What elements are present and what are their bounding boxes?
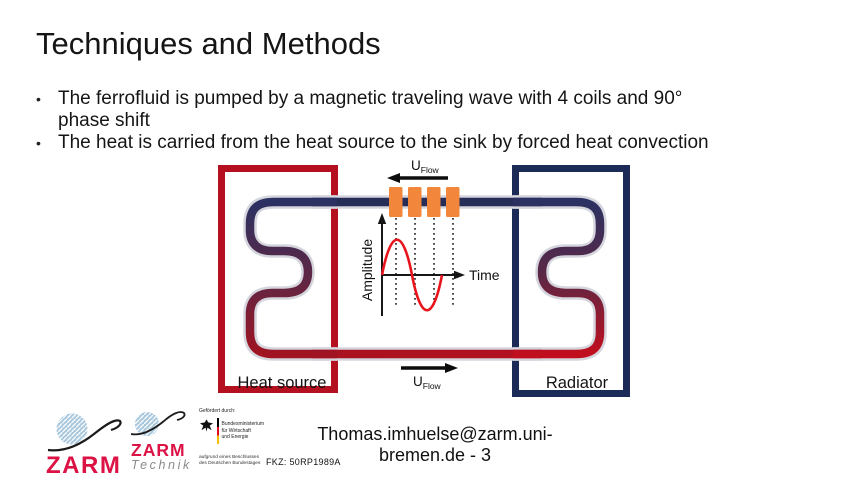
flow-arrow-left — [387, 173, 448, 183]
coil-icon — [427, 187, 441, 217]
contact-footer: Thomas.imhuelse@zarm.uni- bremen.de - 3 — [300, 424, 570, 466]
zarm-technik-wordmark: ZARM — [131, 440, 186, 460]
flow-arrow-right — [401, 363, 458, 373]
phase-dotted-lines — [395, 218, 454, 308]
x-axis-label: Time — [469, 267, 500, 283]
heat-loop-diagram: Amplitude Time UFlow UFlow Heat source R… — [218, 158, 630, 397]
bullet-text: The heat is carried from the heat source… — [58, 132, 709, 153]
federal-eagle-icon — [199, 419, 214, 432]
u-flow-bottom-label: UFlow — [413, 374, 442, 391]
arrow-right-icon — [445, 363, 458, 373]
sine-wave — [380, 238, 444, 312]
globe-hatching — [56, 413, 88, 445]
pipe-outline — [243, 195, 607, 361]
sine-plot: Amplitude Time — [359, 213, 500, 316]
heat-source-coil-pipe — [245, 197, 337, 359]
bullet-text: The ferrofluid is pumped by a magnetic t… — [58, 88, 683, 131]
zarm-logo: ZARM — [46, 413, 122, 478]
ministry-name: Bundesministerium für Wirtschaft und Ene… — [221, 421, 265, 440]
radiator-coil-pipe — [513, 197, 605, 359]
y-axis-label: Amplitude — [359, 239, 375, 301]
zarm-wordmark: ZARM — [46, 452, 121, 478]
orbit-swoosh-icon — [47, 419, 122, 452]
bullet-icon: • — [36, 135, 41, 151]
radiator-box — [512, 165, 630, 397]
german-flag-stripe — [216, 418, 219, 444]
ministry-note: aufgrund eines Beschlusses des Deutschen… — [199, 455, 261, 466]
heat-source-box — [218, 165, 338, 393]
technik-subtitle: Technik — [131, 458, 192, 472]
globe-hatching — [135, 412, 159, 436]
contact-email-line1: Thomas.imhuelse@zarm.uni- — [317, 424, 553, 444]
coil-icon — [408, 187, 422, 217]
list-item: • The heat is carried from the heat sour… — [36, 132, 841, 154]
list-item: • The ferrofluid is pumped by a magnetic… — [36, 88, 841, 132]
bullet-icon: • — [36, 91, 41, 107]
x-axis-arrow-icon — [454, 270, 465, 280]
coil-icon — [389, 187, 403, 217]
orbit-swoosh-icon — [130, 411, 186, 436]
y-axis-arrow-icon — [377, 213, 387, 224]
pump-coils — [389, 187, 460, 217]
ministry-logo: Gefördert durch: Bundesministerium für W… — [199, 408, 279, 467]
heat-source-label: Heat source — [238, 374, 327, 392]
contact-email-line2: bremen.de - 3 — [378, 445, 492, 465]
bullet-list: • The ferrofluid is pumped by a magnetic… — [36, 88, 841, 154]
u-flow-top-label: UFlow — [411, 158, 440, 175]
fkz-reference: FKZ: 50RP1989A — [266, 457, 341, 467]
funded-by-label: Gefördert durch: — [199, 408, 236, 414]
page-title: Techniques and Methods — [36, 26, 381, 61]
radiator-label: Radiator — [546, 374, 609, 392]
coil-icon — [446, 187, 460, 217]
zarm-technik-logo: ZARM Technik — [130, 411, 192, 472]
arrow-left-icon — [387, 173, 400, 183]
